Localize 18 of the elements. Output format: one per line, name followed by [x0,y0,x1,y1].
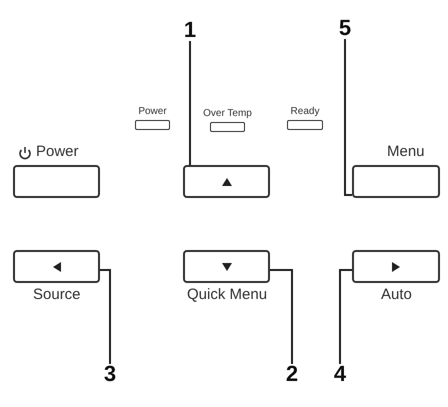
leader-line [339,269,352,364]
button-label: Quick Menu [187,286,268,304]
button-label: Auto [381,286,412,304]
button-label: Power [36,143,79,161]
button-label: Source [33,286,81,304]
leader-line [189,41,191,165]
indicator-label: Power [137,106,168,118]
callout-number: 1 [175,18,205,42]
callout-number: 4 [325,362,355,386]
callout-number: 3 [95,362,125,386]
leader-line [100,269,111,364]
leader-line [344,39,352,196]
indicator-label: Ready [290,106,320,118]
button-label: Menu [387,143,425,161]
indicator-label: Over Temp [202,108,253,120]
leader-line [270,269,293,364]
callout-number: 2 [277,362,307,386]
callout-number: 5 [330,16,360,40]
